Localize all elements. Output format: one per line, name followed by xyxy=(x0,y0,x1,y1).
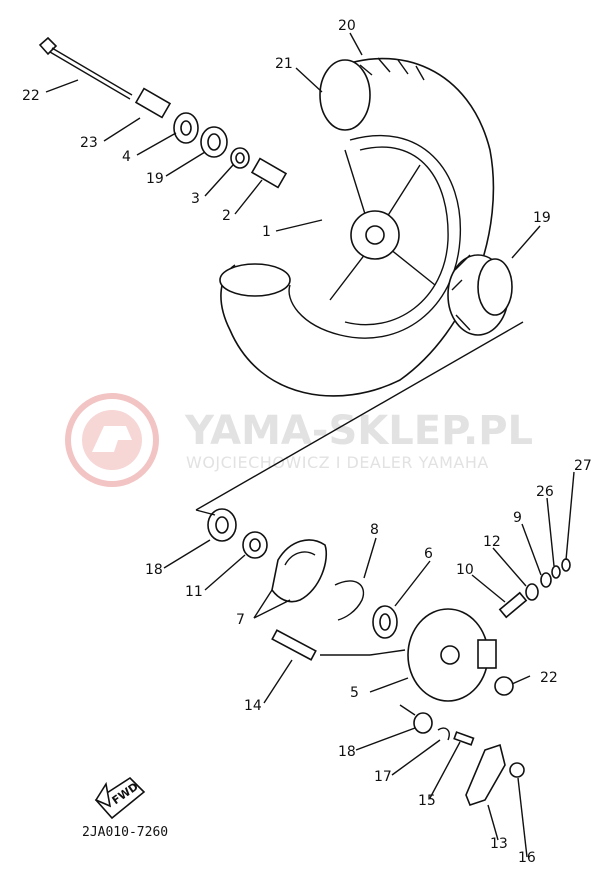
callout-8: 8 xyxy=(370,522,379,538)
oil-seal-part-4 xyxy=(173,112,199,144)
bearing-part-19-lower xyxy=(207,508,237,542)
spacer-part-11 xyxy=(242,531,268,559)
spring-part-8 xyxy=(334,580,365,621)
callout-27: 27 xyxy=(574,458,592,474)
clip-part-27 xyxy=(561,558,571,572)
callout-26: 26 xyxy=(536,484,554,500)
callout-21: 20 xyxy=(338,18,356,34)
bearing-part-19-upper xyxy=(200,126,228,158)
brake-plate-part-5 xyxy=(407,608,497,702)
callout-24: 22 xyxy=(22,88,40,104)
callout-2: 2 xyxy=(222,208,231,224)
oil-seal-part-6 xyxy=(372,605,398,639)
spring-part-9 xyxy=(540,572,552,588)
nut-part-23 xyxy=(494,676,514,696)
spacer-part-2 xyxy=(250,157,288,189)
washer-part-18 xyxy=(413,712,433,734)
callout-16: 16 xyxy=(518,850,536,866)
axle-part-24 xyxy=(38,36,133,100)
collar-part-25 xyxy=(134,87,172,119)
callout-15: 15 xyxy=(418,793,436,809)
callout-18: 18 xyxy=(338,744,356,760)
watermark: YAMA-SKLEP.PL WOJCIECHOWICZ I DEALER YAM… xyxy=(65,393,533,487)
circlip-part-17 xyxy=(437,727,450,741)
callout-4: 4 xyxy=(122,149,131,165)
callout-5: 5 xyxy=(350,685,359,701)
callout-19-lower: 18 xyxy=(145,562,163,578)
washer-part-26 xyxy=(551,565,561,579)
callout-numbers: 20 21 22 23 4 19 3 2 1 19 27 26 9 8 12 6… xyxy=(22,18,592,866)
callout-1: 1 xyxy=(262,224,271,240)
leader-lines xyxy=(45,32,575,858)
spacer-flange-part-3 xyxy=(230,147,250,169)
callout-13: 13 xyxy=(490,836,508,852)
callout-12: 12 xyxy=(483,534,501,550)
fwd-arrow: FWD xyxy=(94,776,146,820)
assembly-connector-lines xyxy=(195,321,524,716)
camshaft-part-14 xyxy=(271,629,317,661)
inner-tube-part-20 xyxy=(447,254,513,336)
callout-7: 7 xyxy=(236,612,245,628)
bolt-part-15 xyxy=(453,731,475,746)
callout-14: 14 xyxy=(244,698,262,714)
callout-3: 3 xyxy=(191,191,200,207)
diagram-code: 2JA010-7260 xyxy=(82,825,168,840)
callout-25: 23 xyxy=(80,135,98,151)
callout-9: 9 xyxy=(513,510,522,526)
watermark-logo xyxy=(65,393,159,487)
nut-part-16 xyxy=(509,762,525,778)
callout-20: 19 xyxy=(533,210,551,226)
callout-23: 22 xyxy=(540,670,558,686)
wheel xyxy=(219,57,495,397)
watermark-title: YAMA-SKLEP.PL xyxy=(184,408,533,454)
callout-17: 17 xyxy=(374,769,392,785)
callout-11: 11 xyxy=(185,584,203,600)
cam-lever-part-13 xyxy=(465,743,506,806)
callout-10: 10 xyxy=(456,562,474,578)
washer-part-12 xyxy=(525,583,539,601)
watermark-subtitle: WOJCIECHOWICZ I DEALER YAMAHA xyxy=(186,453,489,472)
callout-19-upper: 19 xyxy=(146,171,164,187)
brake-shoe-part-7 xyxy=(271,539,327,603)
callout-22: 21 xyxy=(275,56,293,72)
callout-6: 6 xyxy=(424,546,433,562)
bolt-part-10 xyxy=(498,591,528,619)
